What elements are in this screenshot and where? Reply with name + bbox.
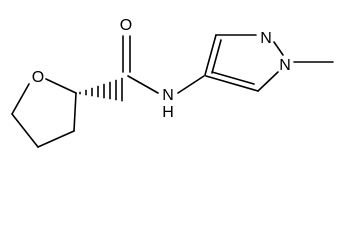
bond-o-c5 [11,83,30,115]
bond-c2-o [45,78,77,94]
bond-c3-c2 [73,92,77,132]
bond-c4-c3-inner [211,39,222,74]
atom-label-pyrazole-n2: N [260,30,272,47]
bond-c5-c4-inner [211,71,255,85]
atom-label-amide-hydrogen: H [162,104,174,121]
bond-c5-c4 [11,113,39,148]
bond-c4-c3 [37,130,75,148]
atom-label-ring-oxygen: O [32,69,44,86]
molecule-diagram: O O N H N N [11,17,334,148]
bond-c5-c4 [205,75,259,92]
bond-n2-n1 [273,41,284,56]
stereo-hashed-wedge [79,77,123,102]
bond-n-amide-c4 [177,75,205,94]
bond-c-n-amide [127,75,159,94]
atom-label-amide-nitrogen: N [162,87,174,104]
bond-c4-c3 [204,34,217,76]
atom-label-carbonyl-oxygen: O [120,17,132,34]
bond-n1-c5 [257,71,279,92]
atom-label-pyrazole-n1: N [279,57,291,74]
